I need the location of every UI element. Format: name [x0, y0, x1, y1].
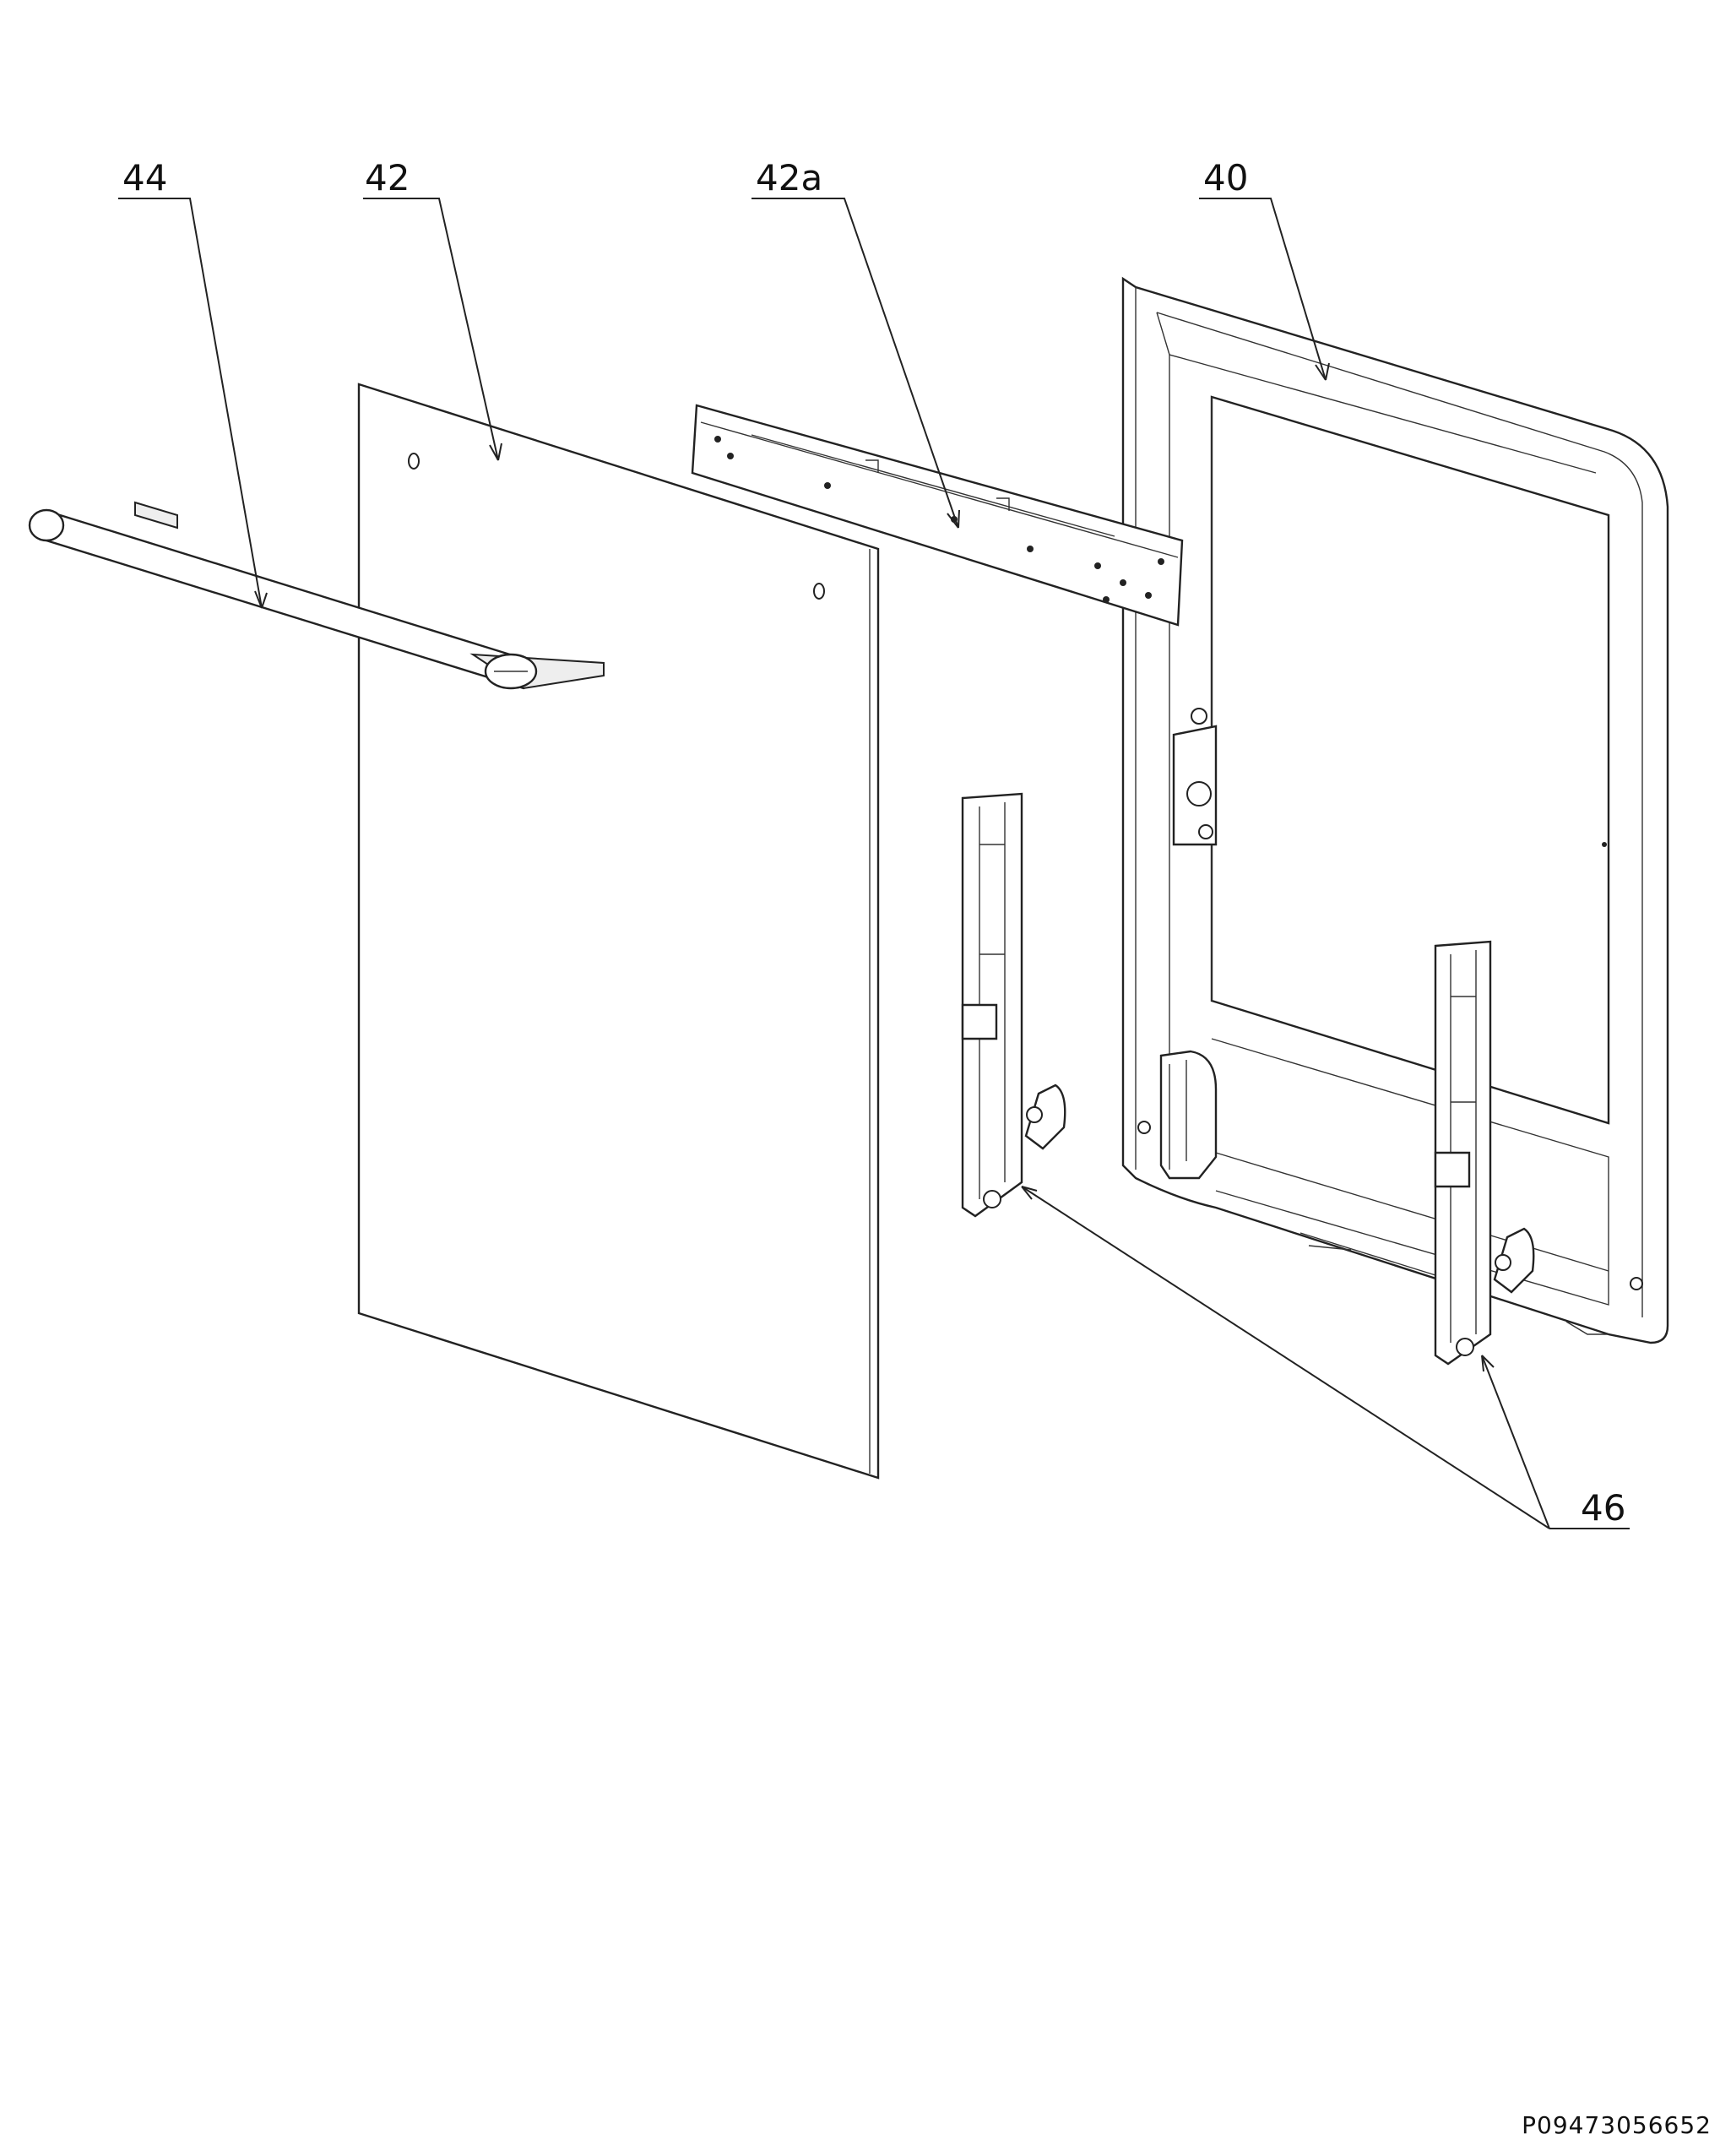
label-handle: 44	[122, 157, 167, 198]
label-outer-glass: 42	[365, 157, 410, 198]
label-hinges: 46	[1581, 1487, 1625, 1529]
label-bracket: 42a	[756, 157, 822, 198]
upper-bracket	[691, 404, 1184, 627]
document-number: P09473056652	[1522, 2111, 1712, 2139]
door-frame	[1121, 276, 1669, 1344]
label-door-frame: 40	[1203, 157, 1248, 198]
hinge-left	[961, 792, 1066, 1218]
outer-glass-panel	[357, 383, 880, 1480]
handle	[28, 501, 605, 690]
hinge-right	[1434, 940, 1535, 1366]
leader-lines	[118, 198, 1630, 1529]
